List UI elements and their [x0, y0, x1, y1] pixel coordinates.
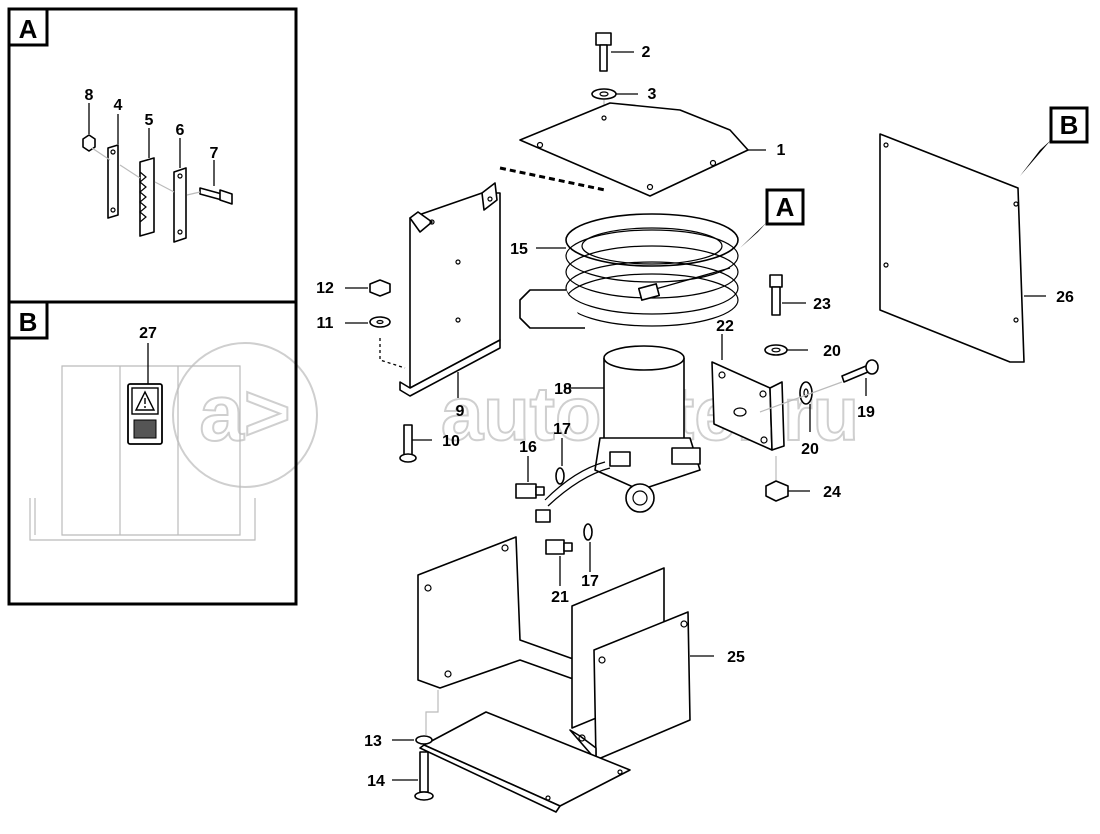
label-part-9: 9 — [456, 403, 465, 420]
label-part-27: 27 — [139, 325, 157, 342]
part-7-bolt — [199, 187, 233, 205]
part-24-nut — [765, 480, 789, 502]
label-part-21: 21 — [551, 589, 569, 606]
part-15-cooling-coil — [519, 213, 739, 329]
part-2-bolt — [595, 32, 612, 72]
label-part-20-upper: 20 — [823, 343, 841, 360]
label-part-4: 4 — [114, 97, 123, 114]
callout-b-letter: B — [1060, 110, 1079, 140]
panel-b-letter: B — [19, 307, 38, 337]
label-part-2: 2 — [642, 44, 651, 61]
panel-b-ghost-bracket — [29, 365, 256, 541]
callout-a: A — [740, 188, 805, 248]
label-part-25: 25 — [727, 649, 745, 666]
part-11-washer — [369, 316, 391, 328]
panel-a-letter: A — [19, 14, 38, 44]
part-3-washer — [591, 88, 617, 100]
part-26-panel — [879, 133, 1025, 363]
sensor-harness — [535, 461, 611, 523]
watermark-logo: a> — [199, 368, 290, 457]
part-25-lower-bracket — [417, 536, 691, 761]
detail-panel-a: A 8 — [7, 7, 298, 304]
label-part-7: 7 — [210, 145, 219, 162]
label-part-23: 23 — [813, 296, 831, 313]
part-19-bolt — [841, 359, 879, 383]
part-16-fitting — [515, 483, 545, 499]
label-part-14: 14 — [367, 773, 385, 790]
label-part-11: 11 — [317, 315, 334, 332]
label-part-16: 16 — [519, 439, 537, 456]
part-6-strip — [173, 167, 187, 243]
label-part-8: 8 — [85, 87, 94, 104]
warning-label-sticker — [127, 383, 163, 445]
part-8-nut — [82, 134, 96, 152]
label-part-15: 15 — [510, 241, 528, 258]
part-20-washer-lower — [799, 381, 813, 405]
label-part-22: 22 — [716, 318, 734, 335]
part-14-bolt — [414, 751, 434, 801]
part-1-cover-plate — [519, 102, 749, 197]
part-4-strip — [107, 144, 119, 219]
bottom-plate — [419, 711, 631, 813]
label-part-17-lower: 17 — [581, 573, 599, 590]
part-22-bracket — [711, 361, 785, 451]
label-part-12: 12 — [316, 280, 334, 297]
part-12-nut — [369, 279, 391, 297]
callout-b: B — [1020, 106, 1089, 176]
part-17-seal-upper — [555, 467, 565, 485]
part-9-mounting-bracket — [399, 182, 501, 397]
part-13-washer — [415, 735, 433, 745]
label-part-18: 18 — [554, 381, 572, 398]
label-part-10: 10 — [442, 433, 460, 450]
label-part-6: 6 — [176, 122, 185, 139]
part-17-seal-lower — [583, 523, 593, 541]
label-part-19: 19 — [857, 404, 875, 421]
label-part-24: 24 — [823, 484, 841, 501]
detail-panel-b: B 27 — [7, 300, 298, 606]
part-5-toothed-strip — [139, 157, 155, 237]
part-18-air-dryer — [594, 345, 701, 513]
label-part-1: 1 — [777, 142, 786, 159]
part-10-bolt — [399, 424, 417, 463]
label-part-17-upper: 17 — [553, 421, 571, 438]
label-part-13: 13 — [364, 733, 382, 750]
label-part-20-lower: 20 — [801, 441, 819, 458]
part-23-bolt — [769, 274, 783, 316]
label-part-3: 3 — [648, 86, 657, 103]
part-21-fitting — [545, 539, 573, 555]
label-part-26: 26 — [1056, 289, 1074, 306]
callout-a-letter: A — [776, 192, 795, 222]
label-part-5: 5 — [145, 112, 154, 129]
part-20-washer-upper — [764, 344, 788, 356]
